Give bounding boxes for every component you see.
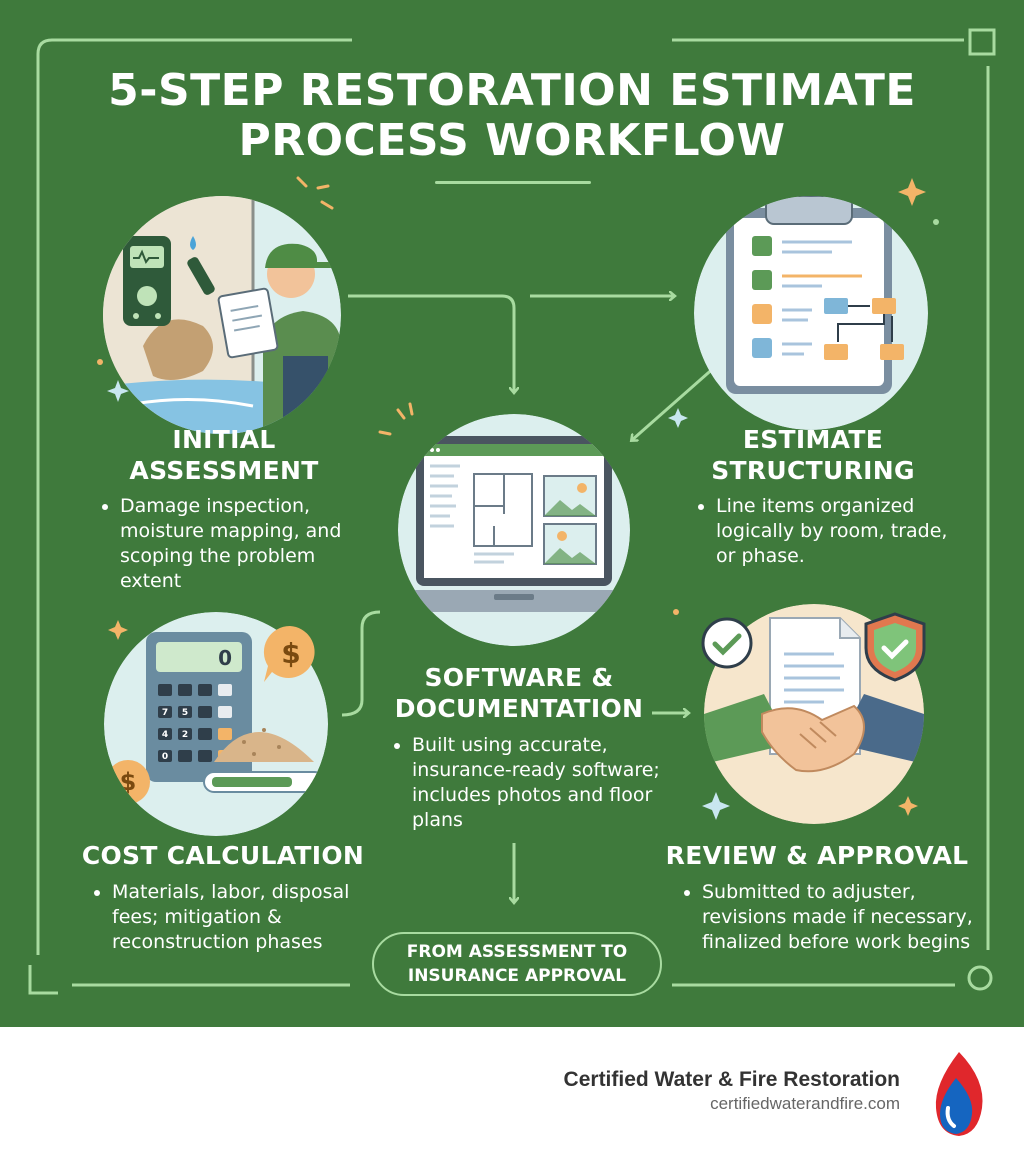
- page-title: 5-STEP RESTORATION ESTIMATE PROCESS WORK…: [0, 66, 1024, 166]
- step-software-documentation-body: Built using accurate, insurance-ready so…: [392, 733, 682, 833]
- frame-top-left: [36, 38, 352, 955]
- brand-url[interactable]: certifiedwaterandfire.com: [710, 1094, 900, 1113]
- arrow-assessment-to-software: [348, 294, 514, 392]
- shield-check-icon: [864, 612, 926, 682]
- step-review-approval-body: Submitted to adjuster, revisions made if…: [682, 880, 978, 955]
- assessment-to-approval-badge: FROM ASSESSMENT TO INSURANCE APPROVAL: [372, 932, 662, 996]
- dollar-speech-bubble-icon: $: [263, 625, 315, 682]
- step-initial-assessment-body: Damage inspection, moisture mapping, and…: [100, 494, 346, 594]
- calculator-key-0: 0: [162, 752, 168, 762]
- step-1-title-line-1: INITIAL: [172, 425, 276, 454]
- step-3-title-line-1: SOFTWARE &: [424, 663, 614, 692]
- calculator-key-5: 5: [182, 708, 188, 718]
- calculator-key-2: 2: [182, 730, 188, 740]
- step-2-title-line-1: ESTIMATE: [742, 425, 884, 454]
- step-3-bullet: Built using accurate, insurance-ready so…: [412, 733, 682, 833]
- calculator-key-4: 4: [162, 730, 168, 740]
- title-line-2: PROCESS WORKFLOW: [238, 115, 786, 166]
- step-estimate-structuring-body: Line items organized logically by room, …: [696, 494, 962, 569]
- sparkle-blue-icons: [107, 380, 730, 820]
- step-2-title-line-2: STRUCTURING: [711, 456, 915, 485]
- step-2-bullet: Line items organized logically by room, …: [716, 494, 962, 569]
- step-4-bullet: Materials, labor, disposal fees; mitigat…: [112, 880, 368, 955]
- frame-corner-circle: [967, 965, 993, 991]
- frame-and-arrows: [28, 28, 996, 995]
- spark-lines-icon: [296, 176, 414, 436]
- step-estimate-structuring-title: ESTIMATE STRUCTURING: [680, 424, 946, 486]
- frame-bottom-left-corner: [28, 965, 58, 995]
- badge-line-1: FROM ASSESSMENT TO: [406, 942, 628, 962]
- dollar-coin-icon: $: [120, 768, 137, 796]
- step-1-title-line-2: ASSESSMENT: [129, 456, 319, 485]
- step-review-approval-title: REVIEW & APPROVAL: [665, 841, 969, 870]
- software-illustration: [398, 414, 630, 646]
- clipboard-checklist-icon: [694, 196, 928, 430]
- step-initial-assessment-title: INITIAL ASSESSMENT: [86, 424, 362, 486]
- assessment-illustration: [103, 196, 341, 434]
- svg-text:$: $: [281, 637, 300, 670]
- step-cost-calculation-body: Materials, labor, disposal fees; mitigat…: [92, 880, 368, 955]
- flame-drop-logo-icon: [935, 1052, 983, 1136]
- structuring-illustration: [694, 196, 928, 430]
- frame-corner-square: [968, 28, 996, 56]
- arrow-structuring-to-software: [632, 364, 717, 440]
- step-1-bullet: Damage inspection, moisture mapping, and…: [120, 494, 346, 594]
- step-5-bullet: Submitted to adjuster, revisions made if…: [702, 880, 978, 955]
- calculator-display: 0: [218, 646, 232, 670]
- brand-block: Certified Water & Fire Restoration certi…: [564, 1067, 900, 1115]
- badge-line-2: INSURANCE APPROVAL: [407, 966, 627, 986]
- check-circle-icon: [701, 617, 753, 669]
- infographic-panel: 5-STEP RESTORATION ESTIMATE PROCESS WORK…: [0, 0, 1024, 1027]
- step-cost-calculation-title: COST CALCULATION: [81, 841, 365, 870]
- calculator-key-7: 7: [162, 708, 168, 718]
- step-3-title-line-2: DOCUMENTATION: [394, 694, 644, 723]
- step-software-documentation-title: SOFTWARE & DOCUMENTATION: [384, 662, 654, 724]
- brand-name: Certified Water & Fire Restoration: [563, 1068, 900, 1091]
- laptop-icon: [398, 414, 630, 646]
- title-line-1: 5-STEP RESTORATION ESTIMATE: [108, 65, 916, 116]
- title-underline: [435, 181, 591, 184]
- arrow-cost-to-software: [341, 610, 381, 717]
- technician-moisture-meter-icon: [103, 196, 341, 434]
